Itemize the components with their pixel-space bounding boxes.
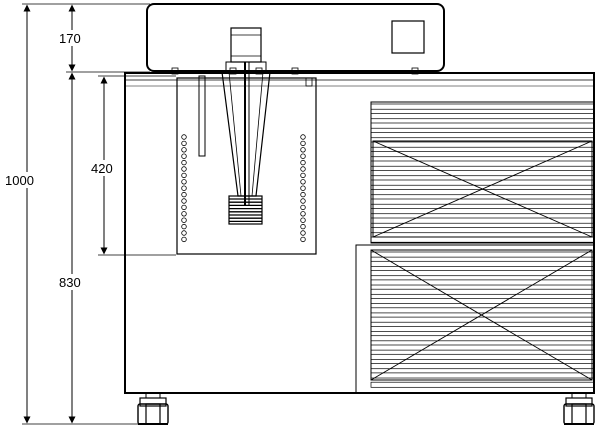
coil-turn (181, 236, 187, 243)
coil-turn (181, 217, 187, 223)
coil-turn (300, 230, 306, 236)
louver-slat (370, 353, 595, 360)
coil-turn (181, 134, 187, 140)
louver-slat (370, 381, 595, 388)
coil-turn (181, 140, 187, 147)
coil-turn (181, 147, 187, 153)
louver-slat (370, 363, 595, 370)
coil-turn (300, 153, 306, 159)
coil-turn (181, 172, 187, 179)
louver-slat (370, 160, 595, 167)
louver-slat (370, 227, 595, 234)
coil-turn (181, 191, 187, 198)
coil-turn (181, 223, 187, 230)
louver-slat (370, 179, 595, 186)
heating-coil-left (181, 134, 187, 243)
upper-louver-slats (370, 103, 595, 243)
coil-turn (300, 191, 306, 198)
louver-slat (370, 189, 595, 196)
coil-turn (181, 153, 187, 159)
coil-turn (300, 172, 306, 179)
coil-turn (181, 166, 187, 172)
louver-slat (370, 326, 595, 332)
louver-slat (370, 307, 595, 314)
coil-turn (181, 230, 187, 236)
coil-turn (300, 166, 306, 172)
coil-turn (181, 185, 187, 191)
louver-slat (370, 103, 595, 110)
louver-slat (370, 141, 595, 148)
coil-turn (181, 211, 187, 217)
louver-slat (370, 251, 595, 258)
louver-slat (370, 208, 595, 215)
coil-turn (300, 185, 306, 191)
coil-turn (181, 179, 187, 185)
louver-slat (370, 279, 595, 286)
coil-turn (300, 211, 306, 217)
stirrer-basket-grid (229, 198, 262, 223)
lower-louver-panel (355, 244, 595, 394)
dim-label-top-unit: 170 (59, 31, 81, 46)
caster-right (563, 392, 595, 425)
louver-slat (370, 113, 595, 120)
louver-slat (370, 217, 595, 224)
coil-turn (181, 159, 187, 166)
louver-slat (370, 122, 595, 129)
louver-slat (370, 270, 595, 277)
coil-turn (300, 223, 306, 230)
control-panel-box (391, 20, 425, 54)
coil-turn (300, 198, 306, 204)
tank (176, 75, 317, 255)
louver-slat (370, 316, 595, 323)
dim-label-tank: 420 (91, 161, 113, 176)
dimension-lines (22, 3, 176, 425)
coil-turn (181, 198, 187, 204)
lower-louver-slats (370, 251, 595, 388)
louver-slat (370, 170, 595, 177)
louver-slat (370, 260, 595, 267)
louver-slat (370, 236, 595, 243)
louver-slat (370, 372, 595, 379)
louver-slat (370, 151, 595, 158)
top-unit (146, 3, 445, 75)
heating-coil-right (300, 134, 306, 243)
louver-slat (370, 344, 595, 351)
louver-slat (370, 198, 595, 205)
louver-slat (370, 335, 595, 342)
stirrer-assembly (221, 62, 271, 225)
coil-turn (181, 204, 187, 211)
louver-slat (370, 132, 595, 139)
dim-label-body: 830 (59, 275, 81, 290)
coil-turn (300, 159, 306, 166)
dim-label-overall: 1000 (5, 173, 34, 188)
stirrer-basket (228, 195, 263, 225)
coil-turn (300, 179, 306, 185)
level-probe (198, 75, 206, 157)
coil-turn (300, 236, 306, 243)
louver-slat (370, 288, 595, 295)
coil-turn (300, 147, 306, 153)
coil-turn (300, 204, 306, 211)
coil-turn (300, 140, 306, 147)
louver-slat (370, 298, 595, 304)
motor (230, 27, 262, 63)
caster-left (137, 392, 169, 425)
coil-turn (300, 134, 306, 140)
coil-turn (300, 217, 306, 223)
